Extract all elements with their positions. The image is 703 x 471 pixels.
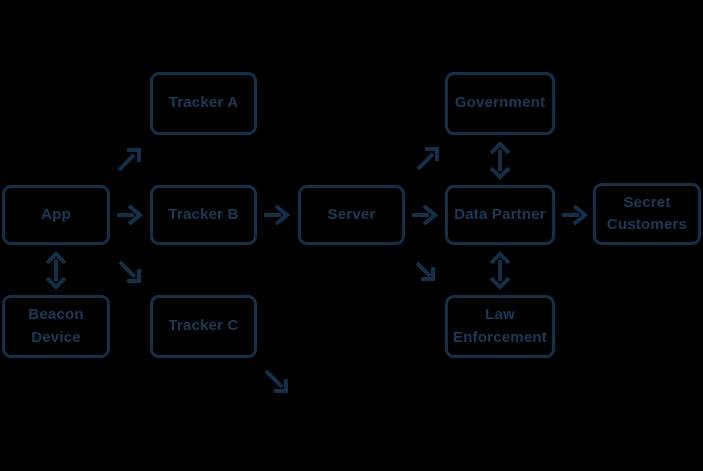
arrow-app-to-tracker-b: [117, 204, 144, 226]
arrow-tracker-b-to-server: [264, 204, 291, 226]
double-arrow-app-beacon-device: [45, 251, 67, 290]
node-app: App: [2, 185, 110, 245]
node-tracker-a-label: Tracker A: [168, 94, 239, 112]
node-tracker-a: Tracker A: [150, 72, 257, 135]
node-secret-customers-label: Secret Customers: [606, 193, 688, 234]
node-law-enforcement-label: Law Enforcement: [453, 306, 547, 346]
node-government-label: Government: [454, 94, 546, 112]
node-tracker-c: Tracker C: [150, 295, 257, 358]
arrow-app-to-tracker-c: [118, 260, 141, 283]
node-beacon-device: Beacon Device: [2, 295, 110, 358]
arrow-server-to-data-partner: [412, 204, 439, 226]
node-tracker-b: Tracker B: [150, 185, 257, 245]
arrow-server-to-law-enforcement: [415, 261, 435, 281]
double-arrow-government-data-partner: [489, 141, 511, 180]
node-government: Government: [445, 72, 555, 135]
node-app-label: App: [41, 205, 71, 223]
node-tracker-b-label: Tracker B: [168, 205, 239, 223]
node-beacon-device-label: Beacon Device: [28, 306, 84, 346]
double-arrow-data-partner-law-enforcement: [489, 251, 511, 290]
arrow-tracker-c-down-right: [264, 369, 288, 393]
node-server-label: Server: [327, 205, 376, 223]
node-law-enforcement: Law Enforcement: [445, 295, 555, 358]
node-data-partner: Data Partner: [445, 185, 555, 245]
node-secret-customers: Secret Customers: [593, 183, 701, 245]
arrow-app-to-tracker-a: [117, 148, 141, 172]
node-tracker-c-label: Tracker C: [168, 317, 239, 335]
arrow-server-to-government: [416, 147, 439, 171]
arrow-data-partner-to-secret-customers: [562, 204, 589, 226]
node-server: Server: [298, 185, 405, 245]
node-data-partner-label: Data Partner: [454, 205, 546, 223]
